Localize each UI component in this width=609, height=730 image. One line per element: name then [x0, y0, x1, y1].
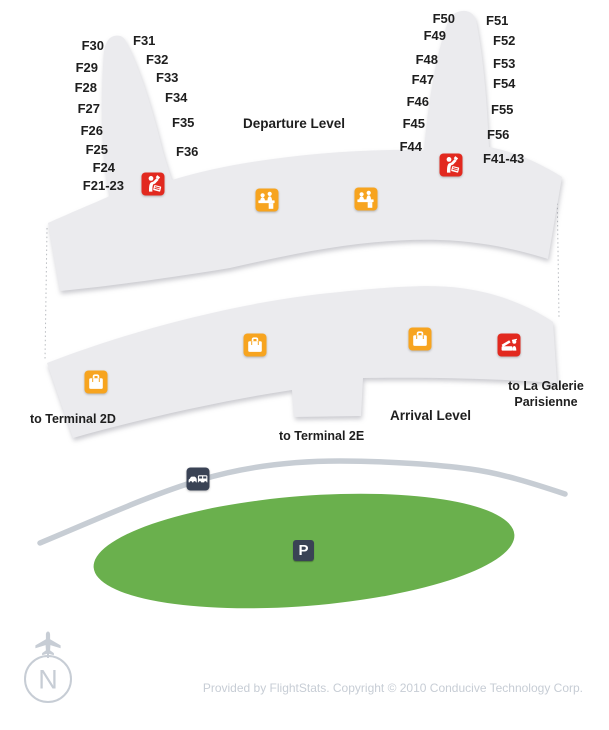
- departure-level-shape: [48, 10, 562, 292]
- to-la-galerie-line2: Parisienne: [514, 394, 578, 409]
- gate-label-f46: F46: [406, 94, 429, 109]
- gate-label-f21-23: F21-23: [82, 178, 124, 193]
- gate-label-f51: F51: [486, 13, 509, 28]
- departure-level-label: Departure Level: [243, 116, 346, 131]
- gate-label-f25: F25: [85, 142, 108, 157]
- passport-control-icon: [141, 172, 165, 196]
- gate-label-f30: F30: [81, 38, 104, 53]
- gate-label-f45: F45: [402, 116, 425, 131]
- level-connector-line-left: [44, 227, 48, 361]
- gate-label-f33: F33: [156, 70, 179, 85]
- check-in-desk-icon: [255, 188, 279, 212]
- to-la-galerie-parisienne-label: to La Galerie Parisienne: [503, 379, 589, 410]
- to-terminal-2e-label: to Terminal 2E: [279, 429, 365, 443]
- gate-label-f24: F24: [92, 160, 115, 175]
- gate-label-f31: F31: [133, 33, 156, 48]
- gate-label-f29: F29: [75, 60, 98, 75]
- to-la-galerie-line1: to La Galerie: [508, 379, 584, 393]
- check-in-desk-icon: [354, 187, 378, 211]
- gate-label-f55: F55: [491, 102, 514, 117]
- gate-label-f32: F32: [146, 52, 169, 67]
- access-road: [37, 458, 568, 546]
- gate-label-f56: F56: [487, 127, 510, 142]
- baggage-claim-icon: [408, 327, 432, 351]
- gate-label-f48: F48: [415, 52, 438, 67]
- gate-label-f34: F34: [165, 90, 188, 105]
- level-connector-line-right: [556, 181, 560, 319]
- gate-label-f54: F54: [493, 76, 516, 91]
- baggage-claim-icon: [243, 333, 267, 357]
- parking-sign-icon: P: [293, 540, 314, 561]
- ground-transportation-icon: [186, 467, 210, 491]
- gate-label-f41-43: F41-43: [483, 151, 525, 166]
- to-terminal-2d-label: to Terminal 2D: [30, 412, 116, 426]
- gate-label-f50: F50: [432, 11, 455, 26]
- customs-icon: [497, 333, 521, 357]
- baggage-claim-icon: [84, 370, 108, 394]
- arrival-level-shape: [47, 286, 557, 438]
- gate-label-f49: F49: [423, 28, 446, 43]
- north-compass: N: [24, 631, 72, 703]
- credit-text: Provided by FlightStats. Copyright © 201…: [202, 681, 583, 695]
- arrival-level-label: Arrival Level: [390, 408, 472, 423]
- gate-label-f47: F47: [411, 72, 434, 87]
- gate-label-f36: F36: [176, 144, 199, 159]
- parking-sign-letter: P: [298, 542, 309, 559]
- compass-ring: [24, 655, 72, 703]
- gate-label-f44: F44: [399, 139, 422, 154]
- gate-label-f27: F27: [77, 101, 100, 116]
- airplane-icon: [35, 631, 61, 656]
- gate-label-f35: F35: [172, 115, 195, 130]
- gate-label-f26: F26: [80, 123, 103, 138]
- gate-label-f53: F53: [493, 56, 516, 71]
- gate-label-f28: F28: [74, 80, 97, 95]
- gate-label-f52: F52: [493, 33, 516, 48]
- compass-north-letter: N: [38, 665, 58, 695]
- passport-control-icon: [439, 153, 463, 177]
